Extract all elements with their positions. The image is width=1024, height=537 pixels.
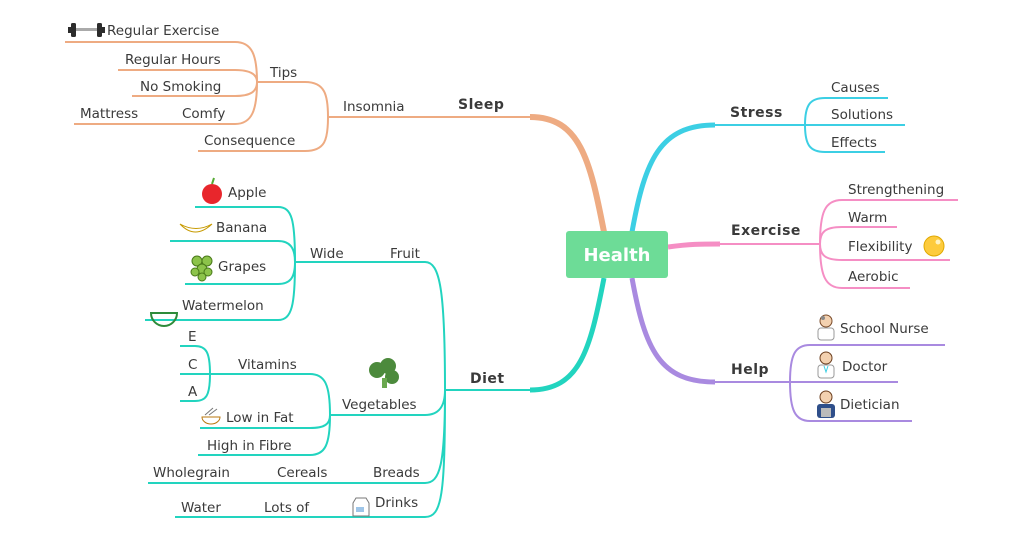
vegetables-label[interactable]: Vegetables <box>342 397 417 413</box>
stress-label[interactable]: Stress <box>730 105 783 121</box>
cereals-label[interactable]: Cereals <box>277 465 327 481</box>
mattress-label[interactable]: Mattress <box>80 106 138 122</box>
vitamin-c[interactable]: C <box>188 357 197 373</box>
sun-ball-icon <box>923 235 945 257</box>
doctor-icon <box>817 351 835 379</box>
watermelon-icon <box>149 312 179 327</box>
stress-connectors <box>804 97 905 153</box>
exercise-warm[interactable]: Warm <box>848 210 887 226</box>
vitamins-connectors <box>180 345 211 402</box>
tips-label[interactable]: Tips <box>269 65 297 81</box>
fruit-apple[interactable]: Apple <box>228 185 266 201</box>
tip-comfy[interactable]: Comfy <box>182 106 225 122</box>
vitamin-e[interactable]: E <box>188 329 197 345</box>
help-connectors <box>789 344 945 422</box>
drinks-label[interactable]: Drinks <box>375 495 418 511</box>
exercise-aerobic[interactable]: Aerobic <box>848 269 899 285</box>
dietician-icon <box>817 390 835 418</box>
stress-branch-line <box>629 122 716 233</box>
vitamin-a[interactable]: A <box>188 384 198 400</box>
exercise-label[interactable]: Exercise <box>731 223 801 239</box>
stress-causes[interactable]: Causes <box>831 80 880 96</box>
fruit-label[interactable]: Fruit <box>390 246 420 262</box>
consequence-label[interactable]: Consequence <box>204 133 295 149</box>
help-dietician[interactable]: Dietician <box>840 397 900 413</box>
help-label[interactable]: Help <box>731 362 769 378</box>
root-node[interactable]: Health <box>566 231 668 278</box>
breads-label[interactable]: Breads <box>373 465 420 481</box>
nurse-icon <box>817 314 835 341</box>
banana-icon <box>179 223 213 233</box>
milk-carton-icon <box>352 497 370 517</box>
insomnia-connectors <box>198 81 329 152</box>
water-label[interactable]: Water <box>181 500 221 516</box>
exercise-connectors <box>819 199 958 289</box>
grapes-icon <box>190 255 213 282</box>
dumbbell-icon <box>68 23 105 37</box>
tip-no-smoking[interactable]: No Smoking <box>140 79 221 95</box>
low-in-fat[interactable]: Low in Fat <box>226 410 294 426</box>
fruit-watermelon[interactable]: Watermelon <box>182 298 264 314</box>
exercise-flexibility[interactable]: Flexibility <box>848 239 912 255</box>
fruit-grapes[interactable]: Grapes <box>218 259 266 275</box>
broccoli-icon <box>369 358 399 388</box>
wide-label[interactable]: Wide <box>310 246 344 262</box>
vitamins-label[interactable]: Vitamins <box>238 357 297 373</box>
stress-effects[interactable]: Effects <box>831 135 877 151</box>
diet-label[interactable]: Diet <box>470 371 505 387</box>
sleep-label[interactable]: Sleep <box>458 97 504 113</box>
exercise-strengthening[interactable]: Strengthening <box>848 182 944 198</box>
tip-regular-exercise[interactable]: Regular Exercise <box>107 23 219 39</box>
tip-regular-hours[interactable]: Regular Hours <box>125 52 221 68</box>
wholegrain-label[interactable]: Wholegrain <box>153 465 230 481</box>
noodle-bowl-icon <box>201 407 221 425</box>
sleep-branch-line <box>529 114 607 233</box>
fruit-connectors <box>145 206 296 321</box>
high-in-fibre[interactable]: High in Fibre <box>207 438 292 454</box>
vegetables-connectors <box>198 373 331 456</box>
lots-of-label[interactable]: Lots of <box>264 500 310 516</box>
exercise-branch-line <box>667 241 721 250</box>
diet-branch-line <box>529 277 607 393</box>
apple-icon <box>202 177 222 204</box>
stress-solutions[interactable]: Solutions <box>831 107 893 123</box>
tips-connectors <box>65 41 258 125</box>
diet-connectors <box>148 261 446 518</box>
fruit-banana[interactable]: Banana <box>216 220 267 236</box>
insomnia-label[interactable]: Insomnia <box>343 99 405 115</box>
help-school-nurse[interactable]: School Nurse <box>840 321 929 337</box>
help-doctor[interactable]: Doctor <box>842 359 888 375</box>
root-label: Health <box>583 245 650 266</box>
help-branch-line <box>629 277 716 385</box>
